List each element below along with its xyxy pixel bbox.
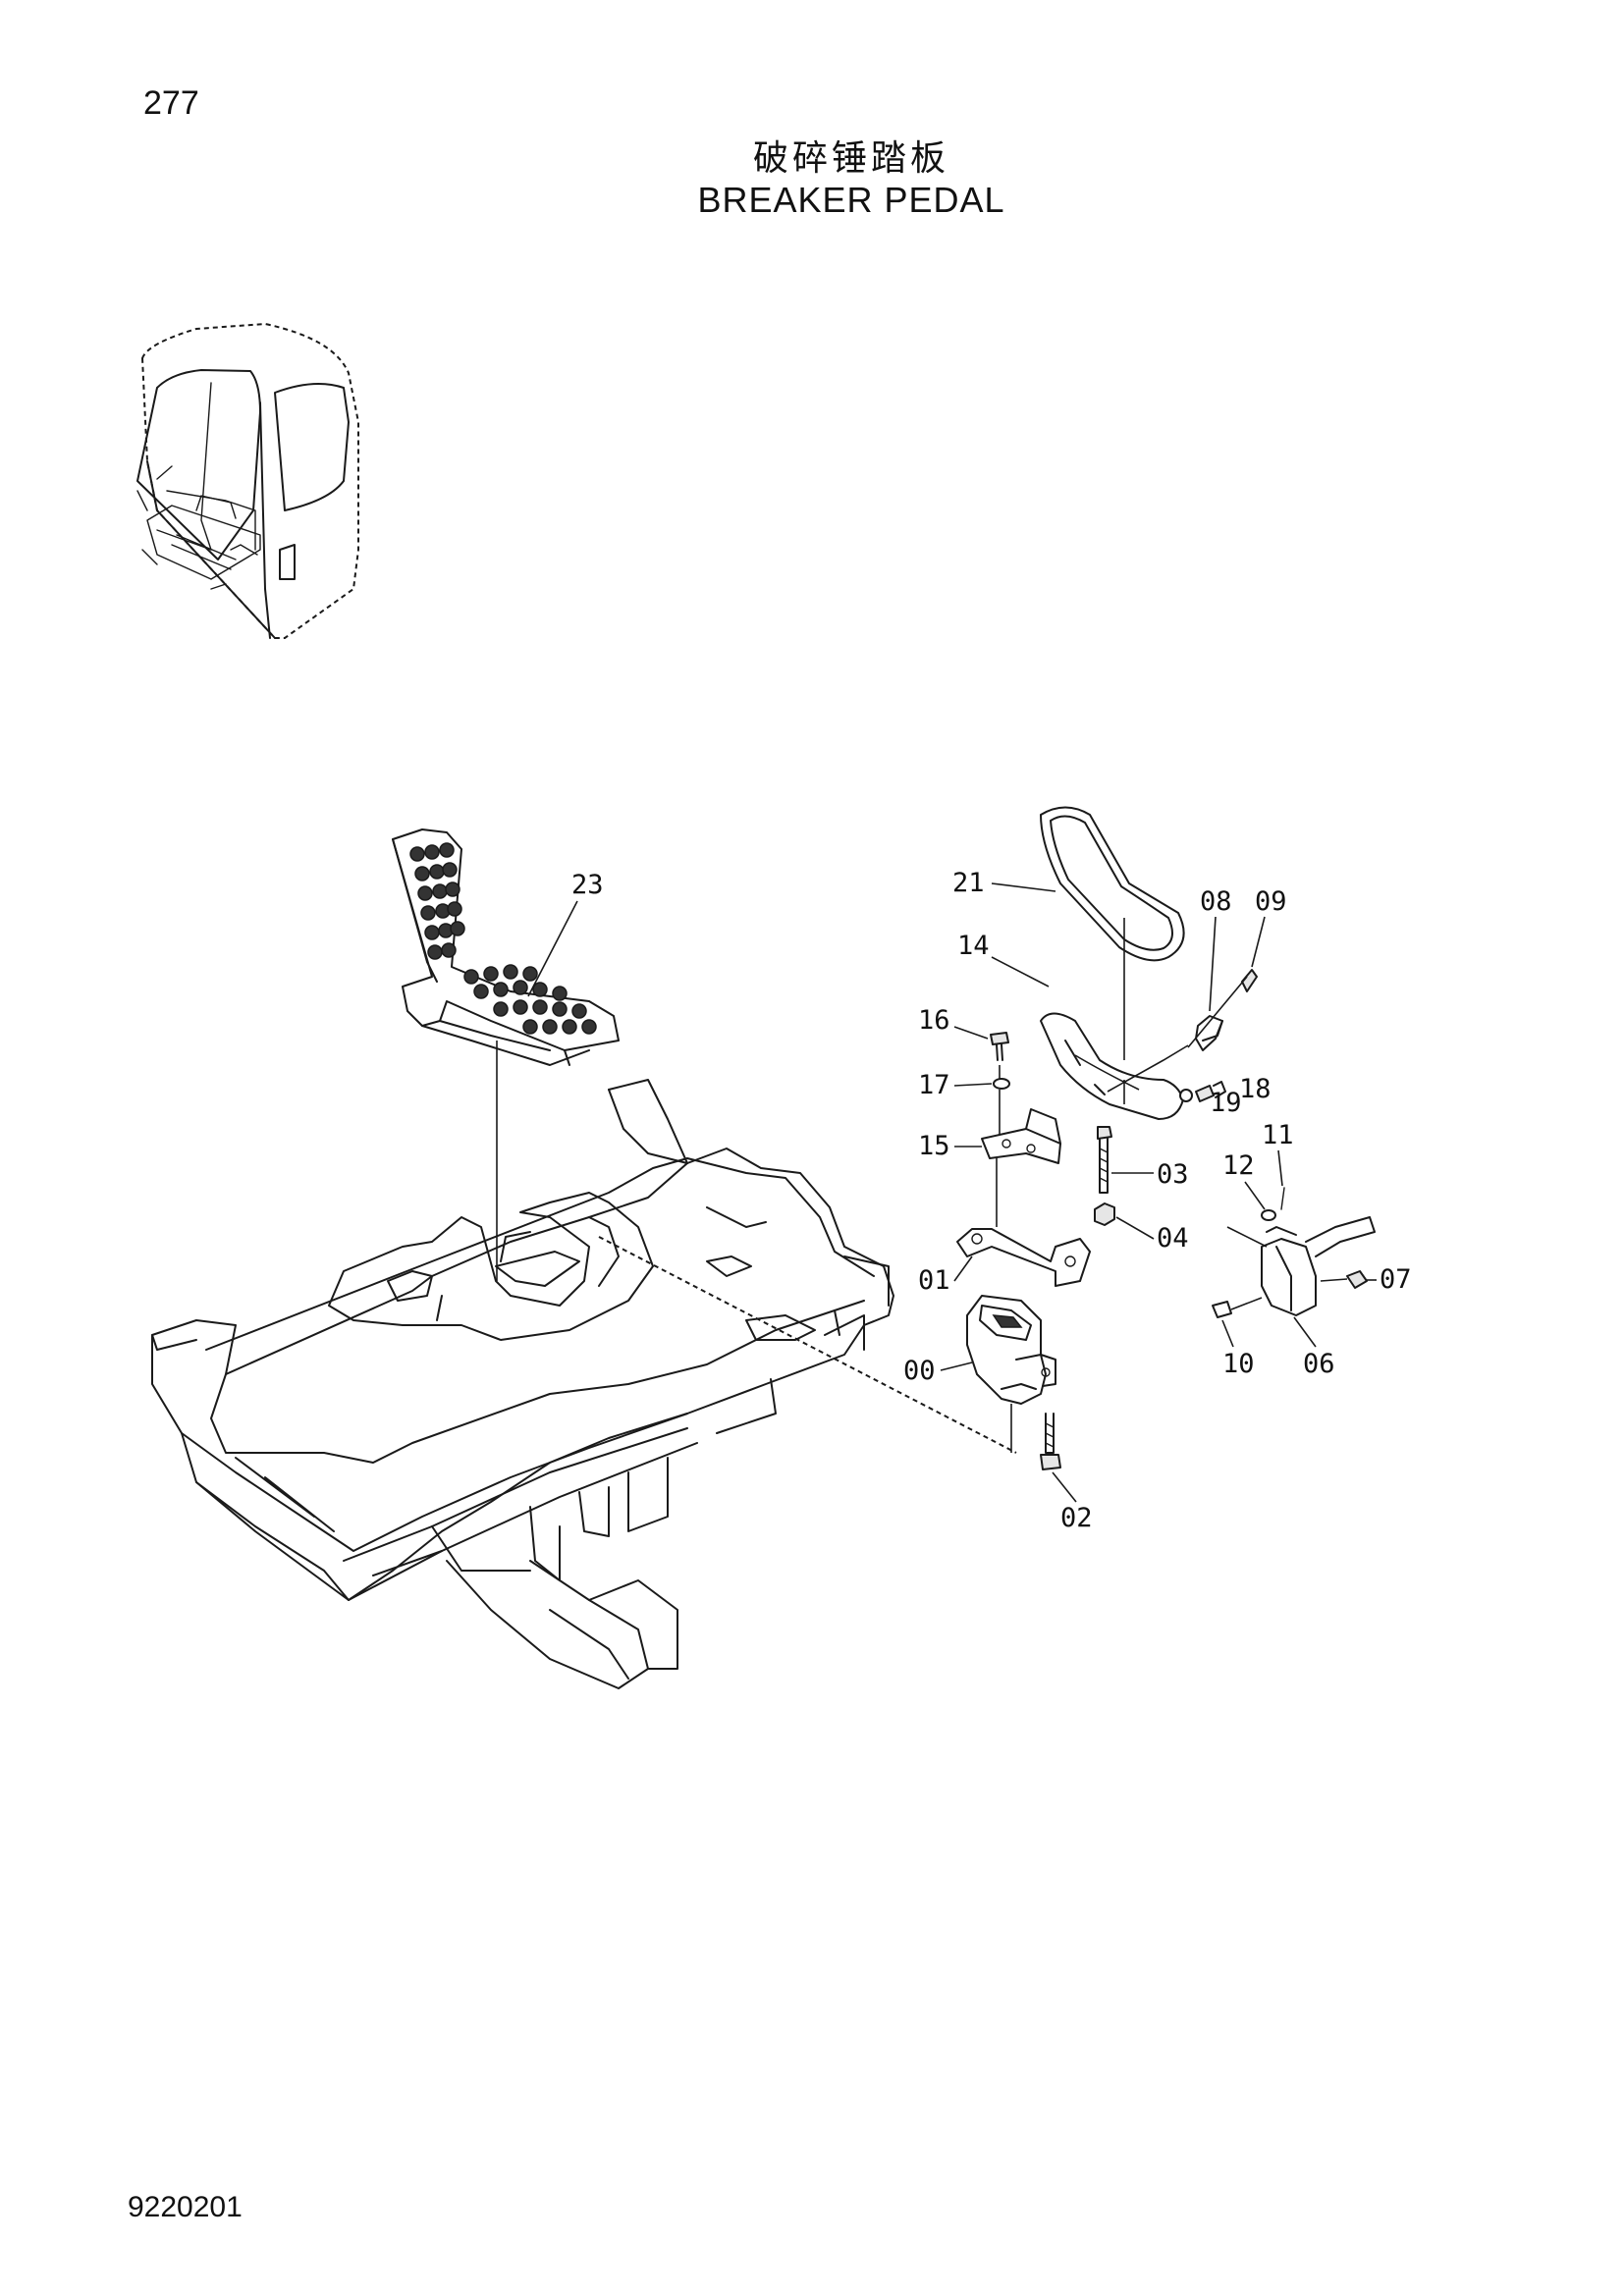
title-english: BREAKER PEDAL [697, 180, 1005, 220]
callout-15: 15 [918, 1131, 950, 1161]
callout-02: 02 [1060, 1503, 1093, 1533]
callout-18: 18 [1239, 1074, 1272, 1104]
callout-11: 11 [1262, 1120, 1294, 1150]
callout-08: 08 [1200, 886, 1232, 917]
callout-23: 23 [571, 870, 604, 900]
callout-16: 16 [918, 1005, 950, 1036]
document-code: 9220201 [128, 2191, 243, 2223]
callout-03: 03 [1157, 1159, 1189, 1190]
callout-04: 04 [1157, 1223, 1189, 1254]
pedal-23-illustration [392, 828, 620, 1281]
callout-labels: 23 21 14 08 09 16 17 18 19 15 03 04 01 0… [527, 868, 1412, 1533]
page-number: 277 [143, 84, 199, 122]
callout-21: 21 [952, 868, 985, 898]
callout-06: 06 [1303, 1349, 1335, 1379]
floor-plate-illustration [151, 1079, 894, 1689]
cab-overview-illustration [136, 322, 359, 639]
callout-10: 10 [1222, 1349, 1255, 1379]
pedal-valve-assembly-illustration [598, 806, 1376, 1470]
callout-07: 07 [1380, 1264, 1412, 1295]
title-chinese: 破碎锤踏板 [752, 138, 949, 179]
callout-19: 19 [1210, 1088, 1242, 1118]
pedal-tread-bosses [409, 842, 597, 1035]
callout-12: 12 [1222, 1150, 1255, 1181]
callout-14: 14 [957, 931, 990, 961]
callout-17: 17 [918, 1070, 950, 1100]
callout-00: 00 [903, 1356, 936, 1386]
callout-09: 09 [1255, 886, 1287, 917]
callout-01: 01 [918, 1265, 950, 1296]
